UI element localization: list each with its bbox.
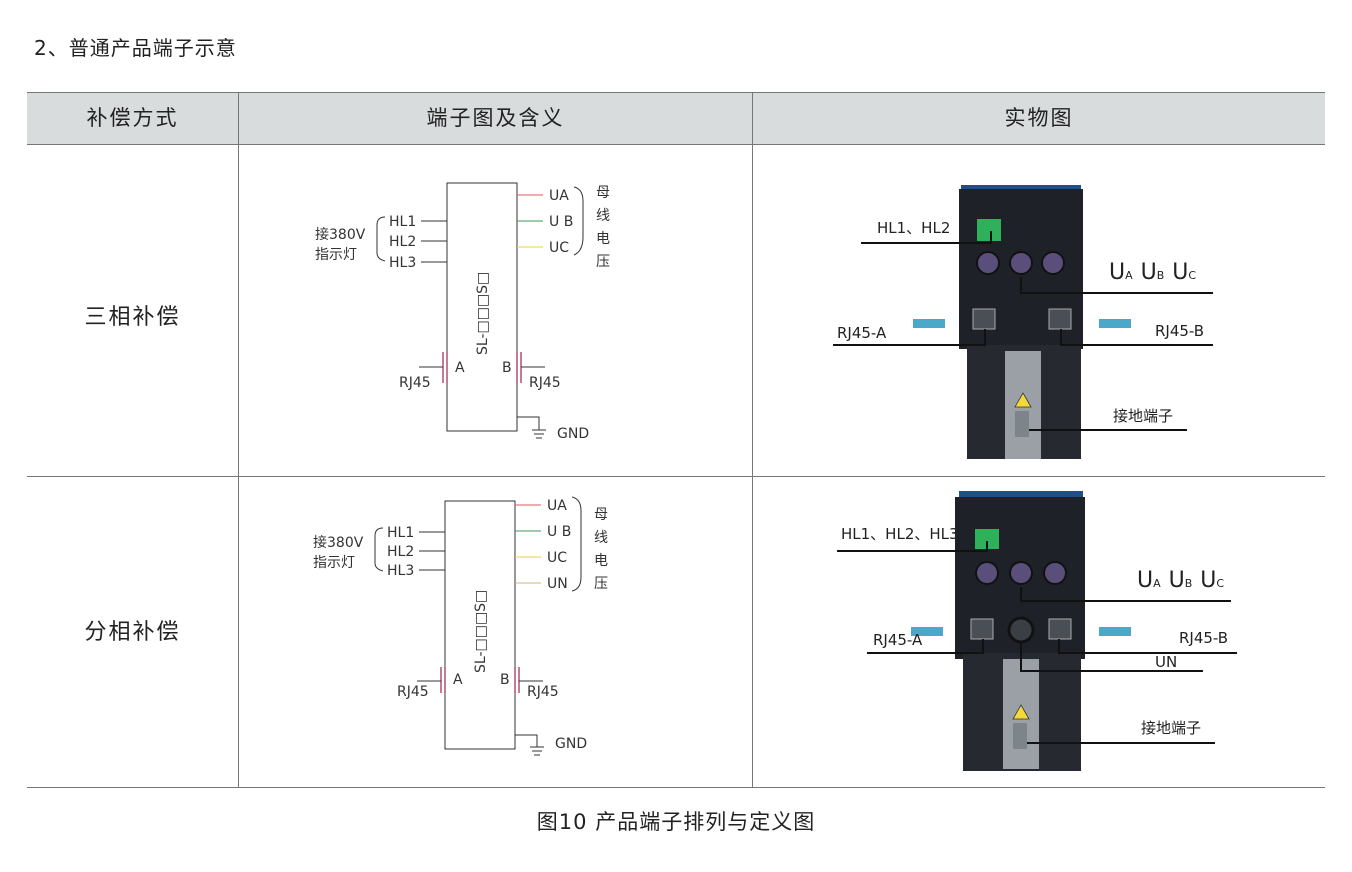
hl3-label: HL3 [387, 563, 414, 579]
bus-char-2: 线 [596, 208, 610, 224]
hl1-label: HL1 [389, 214, 416, 230]
header-mode: 补偿方式 [86, 106, 179, 130]
uc-main: U [1172, 260, 1188, 285]
ground-photo-label: 接地端子 [1141, 719, 1201, 737]
terminal-table: 补偿方式 端子图及含义 实物图 三相补偿 SL-□□□S□ HL1 HL2 HL… [27, 92, 1325, 788]
port-b-label: B [500, 672, 510, 688]
indicator-voltage-label: 接380V [313, 534, 364, 551]
rj45-a-plug-icon [913, 319, 945, 328]
ub-sub: B [1157, 269, 1165, 282]
ub-label: U B [547, 524, 571, 540]
bus-char-3: 电 [594, 553, 608, 569]
ub-sub: B [1185, 577, 1193, 590]
section-title: 2、普通产品端子示意 [34, 36, 237, 60]
rj45-b-plug-icon [1099, 319, 1131, 328]
hl2-label: HL2 [389, 234, 416, 250]
bus-char-4: 压 [596, 254, 610, 270]
un-terminal-icon [1007, 616, 1035, 644]
uc-label: UC [549, 240, 569, 256]
uc-sub: C [1188, 269, 1196, 282]
hl-connector-icon [977, 219, 1001, 241]
uc-terminal-icon [1043, 561, 1067, 585]
ub-main: U [1169, 568, 1185, 593]
hl-photo-label: HL1、HL2 [877, 219, 950, 237]
bus-char-4: 压 [594, 576, 608, 592]
bus-char-2: 线 [594, 530, 608, 546]
header-diagram: 端子图及含义 [426, 106, 565, 130]
ub-terminal-icon [1009, 251, 1033, 275]
mode-three-phase: 三相补偿 [84, 305, 181, 330]
terminal-diagram-three-phase: SL-□□□S□ HL1 HL2 HL3 接380V 指示灯 UA U B UC… [239, 145, 752, 479]
rj45-left-label: RJ45 [397, 684, 429, 700]
terminal-diagram-split-phase: SL-□□□S□ HL1 HL2 HL3 接380V 指示灯 UA U B UC… [239, 477, 752, 789]
port-b-label: B [502, 360, 512, 376]
uc-label: UC [547, 550, 567, 566]
port-a-label: A [455, 360, 465, 376]
ua-sub: A [1153, 577, 1161, 590]
uc-sub: C [1216, 577, 1224, 590]
table-header: 补偿方式 端子图及含义 实物图 [27, 93, 1325, 145]
indicator-lamp-label: 指示灯 [313, 555, 355, 571]
indicator-lamp-label: 指示灯 [315, 247, 357, 263]
row-divider [27, 476, 1325, 477]
port-a-label: A [453, 672, 463, 688]
ground-photo-label: 接地端子 [1113, 407, 1173, 425]
header-photo: 实物图 [1004, 106, 1074, 130]
rj45-a-port-icon [970, 618, 994, 640]
rj45-b-plug-icon [1099, 627, 1131, 636]
ub-terminal-icon [1009, 561, 1033, 585]
ua-main: U [1109, 260, 1125, 285]
product-code: SL-□□□S□ [473, 590, 489, 673]
product-code: SL-□□□S□ [475, 272, 491, 355]
rj45-right-label: RJ45 [527, 684, 559, 700]
ua-label: UA [547, 498, 567, 514]
uc-terminal-icon [1041, 251, 1065, 275]
bus-char-1: 母 [594, 507, 608, 523]
rj45-b-port-icon [1048, 308, 1072, 330]
figure-caption: 图10 产品端子排列与定义图 [536, 810, 816, 834]
indicator-voltage-label: 接380V [315, 226, 366, 243]
gnd-label: GND [557, 426, 589, 442]
rj45-b-port-icon [1048, 618, 1072, 640]
rj45-b-photo-label: RJ45-B [1155, 322, 1204, 340]
ground-warning-icon [1014, 392, 1032, 408]
bus-char-3: 电 [596, 231, 610, 247]
ub-label: U B [549, 214, 573, 230]
rj45-a-photo-label: RJ45-A [837, 324, 887, 342]
ua-label: UA [549, 188, 569, 204]
mode-split-phase: 分相补偿 [84, 620, 181, 645]
gnd-label: GND [555, 736, 587, 752]
un-label: UN [547, 576, 568, 592]
rj45-right-label: RJ45 [529, 375, 561, 391]
rj45-a-photo-label: RJ45-A [873, 631, 923, 649]
hl-connector-icon [975, 529, 999, 549]
ua-main: U [1137, 568, 1153, 593]
uc-main: U [1200, 568, 1216, 593]
rj45-a-plug-icon [911, 627, 943, 636]
column-divider [238, 93, 239, 787]
bus-char-1: 母 [596, 185, 610, 201]
hl1-label: HL1 [387, 525, 414, 541]
un-photo-label: UN [1155, 653, 1177, 671]
ua-sub: A [1125, 269, 1133, 282]
hl-photo-label: HL1、HL2、HL3 [841, 525, 959, 543]
rj45-b-photo-label: RJ45-B [1179, 629, 1228, 647]
ua-terminal-icon [975, 561, 999, 585]
hl3-label: HL3 [389, 255, 416, 271]
ub-main: U [1141, 260, 1157, 285]
rj45-left-label: RJ45 [399, 375, 431, 391]
ground-warning-icon [1012, 704, 1030, 720]
column-divider [752, 93, 753, 787]
ua-terminal-icon [976, 251, 1000, 275]
rj45-a-port-icon [972, 308, 996, 330]
hl2-label: HL2 [387, 544, 414, 560]
